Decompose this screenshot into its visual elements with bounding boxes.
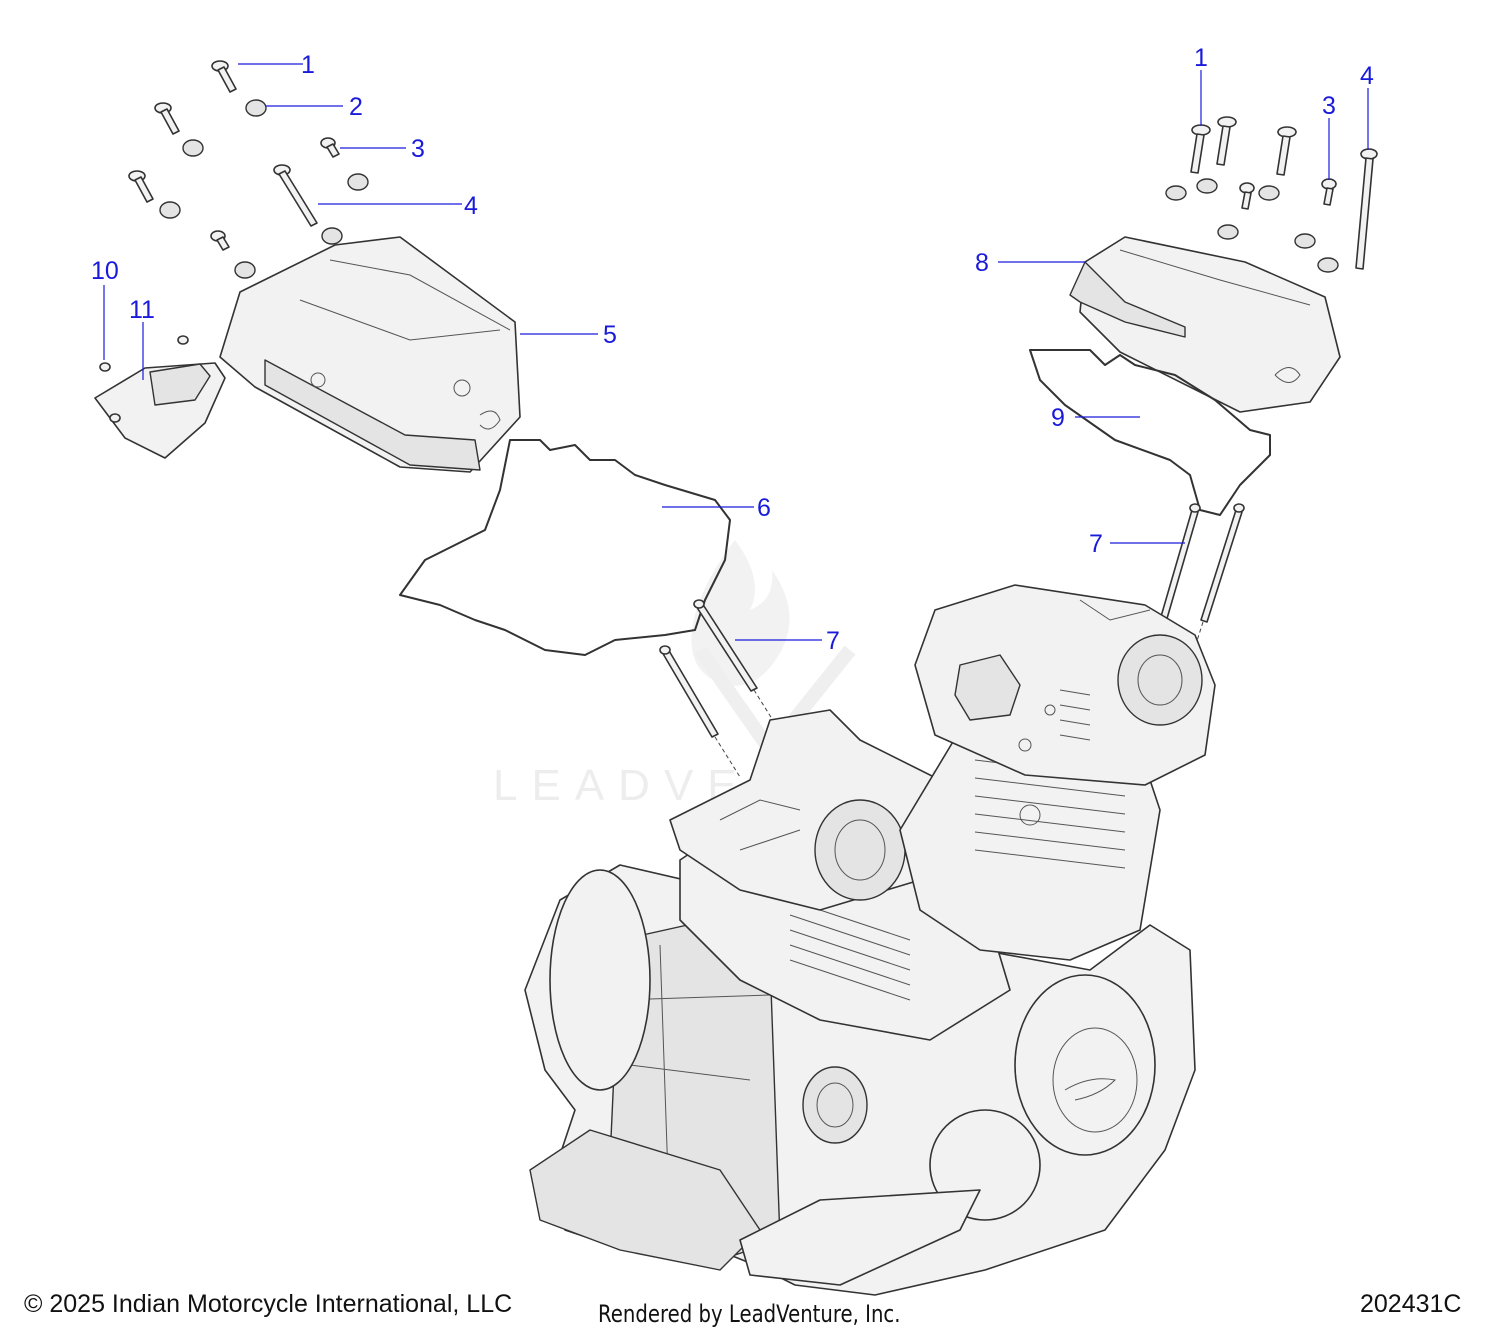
- left-bracket: [94, 335, 226, 459]
- rocker-cover-rear: [1069, 236, 1341, 413]
- callout-7-left: 7: [826, 627, 840, 655]
- callout-8-right: 8: [975, 249, 989, 277]
- rendered-by-text: Rendered by LeadVenture, Inc.: [598, 1300, 901, 1328]
- callout-3-right: 3: [1322, 92, 1336, 120]
- callout-4-right: 4: [1360, 62, 1374, 90]
- copyright-text: © 2025 Indian Motorcycle International, …: [24, 1290, 513, 1318]
- callout-9-right: 9: [1051, 404, 1065, 432]
- pushrod-bolts-left: [659, 599, 780, 778]
- pushrod-bolts-right: [1153, 503, 1245, 648]
- bolt-4-left: [273, 164, 318, 227]
- bolt-3-right: [1321, 178, 1337, 206]
- engine-assembly: [524, 584, 1216, 1296]
- bolt-1-right: [1190, 124, 1211, 174]
- callouts-left: 1 2 3 4 5 6 7 10 11: [91, 51, 840, 655]
- rocker-gasket-rear: [1029, 349, 1271, 516]
- right-fasteners: [1165, 116, 1378, 273]
- callout-6-left: 6: [757, 494, 771, 522]
- bolt-1-left: [211, 60, 237, 93]
- washer-2-left: [245, 99, 267, 117]
- callout-2-left: 2: [349, 93, 363, 121]
- callout-4-left: 4: [464, 192, 478, 220]
- callout-11-left: 11: [129, 296, 155, 324]
- rocker-gasket-front: [399, 439, 731, 656]
- callout-1-right: 1: [1194, 44, 1208, 72]
- callout-3-left: 3: [411, 135, 425, 163]
- rocker-cover-front: [219, 236, 521, 473]
- left-fasteners: [128, 60, 369, 279]
- callout-5-left: 5: [603, 321, 617, 349]
- bolt-3-left: [320, 137, 340, 158]
- callout-10-left: 10: [91, 257, 119, 285]
- callout-7-right: 7: [1089, 530, 1103, 558]
- callouts-right: 1 3 4 8 9 7: [975, 44, 1374, 558]
- callout-1-left: 1: [301, 51, 315, 79]
- bolt-4-right: [1355, 148, 1378, 270]
- diagram-id: 202431C: [1360, 1290, 1462, 1318]
